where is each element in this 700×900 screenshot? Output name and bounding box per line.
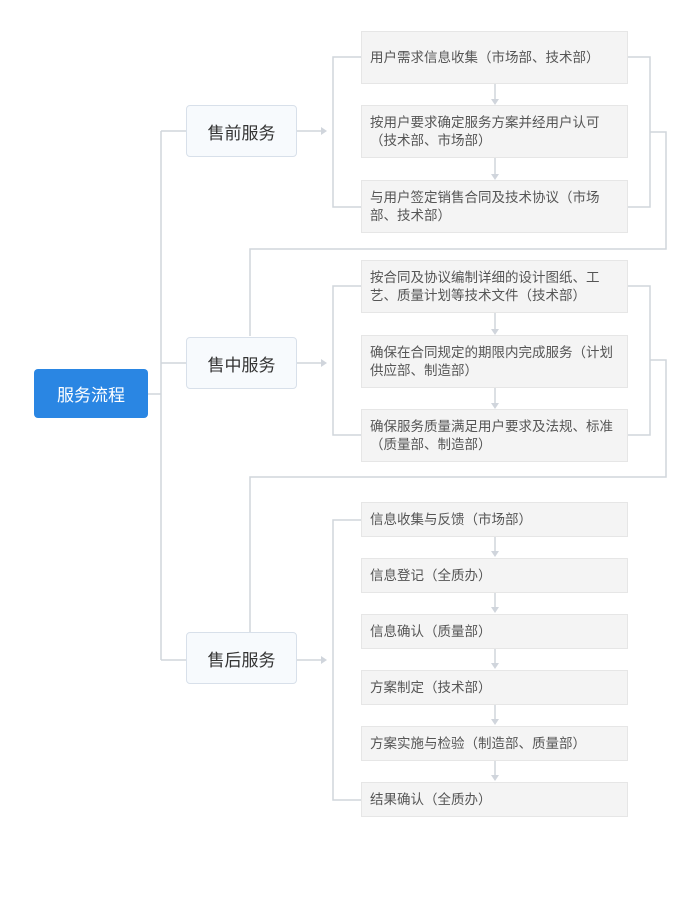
stage-presale: 售前服务 (186, 105, 297, 157)
stage-aftersale: 售后服务 (186, 632, 297, 684)
step-insale-2: 确保在合同规定的期限内完成服务（计划供应部、制造部） (361, 335, 628, 388)
step-insale-1: 按合同及协议编制详细的设计图纸、工艺、质量计划等技术文件（技术部） (361, 260, 628, 313)
step-aftersale-6: 结果确认（全质办） (361, 782, 628, 817)
step-aftersale-4: 方案制定（技术部） (361, 670, 628, 705)
root-node: 服务流程 (34, 369, 148, 418)
step-presale-1: 用户需求信息收集（市场部、技术部） (361, 31, 628, 84)
step-presale-2: 按用户要求确定服务方案并经用户认可（技术部、市场部） (361, 105, 628, 158)
step-insale-3: 确保服务质量满足用户要求及法规、标准（质量部、制造部） (361, 409, 628, 462)
step-aftersale-3: 信息确认（质量部） (361, 614, 628, 649)
stage-insale: 售中服务 (186, 337, 297, 389)
step-aftersale-2: 信息登记（全质办） (361, 558, 628, 593)
step-presale-3: 与用户签定销售合同及技术协议（市场部、技术部） (361, 180, 628, 233)
step-aftersale-1: 信息收集与反馈（市场部） (361, 502, 628, 537)
step-aftersale-5: 方案实施与检验（制造部、质量部） (361, 726, 628, 761)
